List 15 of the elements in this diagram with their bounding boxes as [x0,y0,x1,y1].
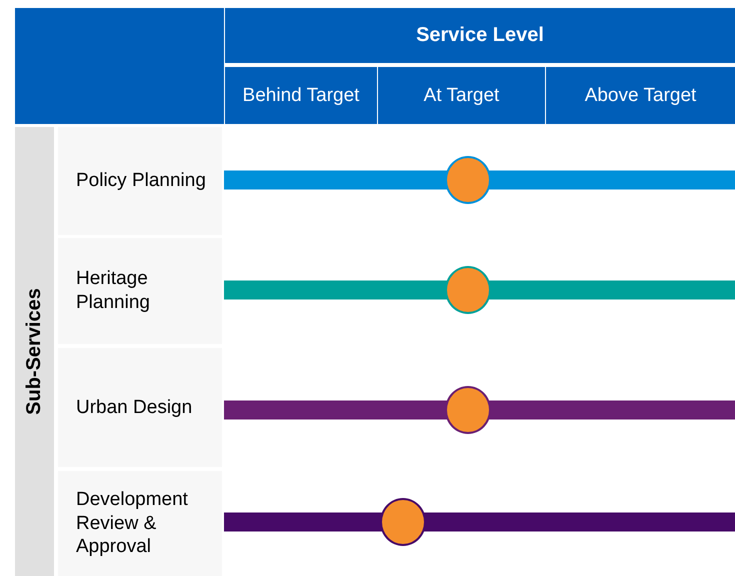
column-heading: Behind Target [242,84,360,108]
column-heading: Above Target [584,84,696,108]
header-corner [15,8,224,124]
header-cell [225,67,377,124]
header-cell [378,67,545,124]
header-cell [225,8,735,63]
row-label: Policy Planning [76,169,206,193]
row-label: Urban Design [76,396,194,420]
row-label: Development Review & Approval [76,488,189,560]
header-cell [546,67,735,124]
column-heading: At Target [424,84,500,108]
row-label: Heritage Planning [76,267,151,315]
band-title: Sub-Services [22,288,46,415]
column-heading: Service Level [416,23,544,48]
side-band [15,127,54,576]
